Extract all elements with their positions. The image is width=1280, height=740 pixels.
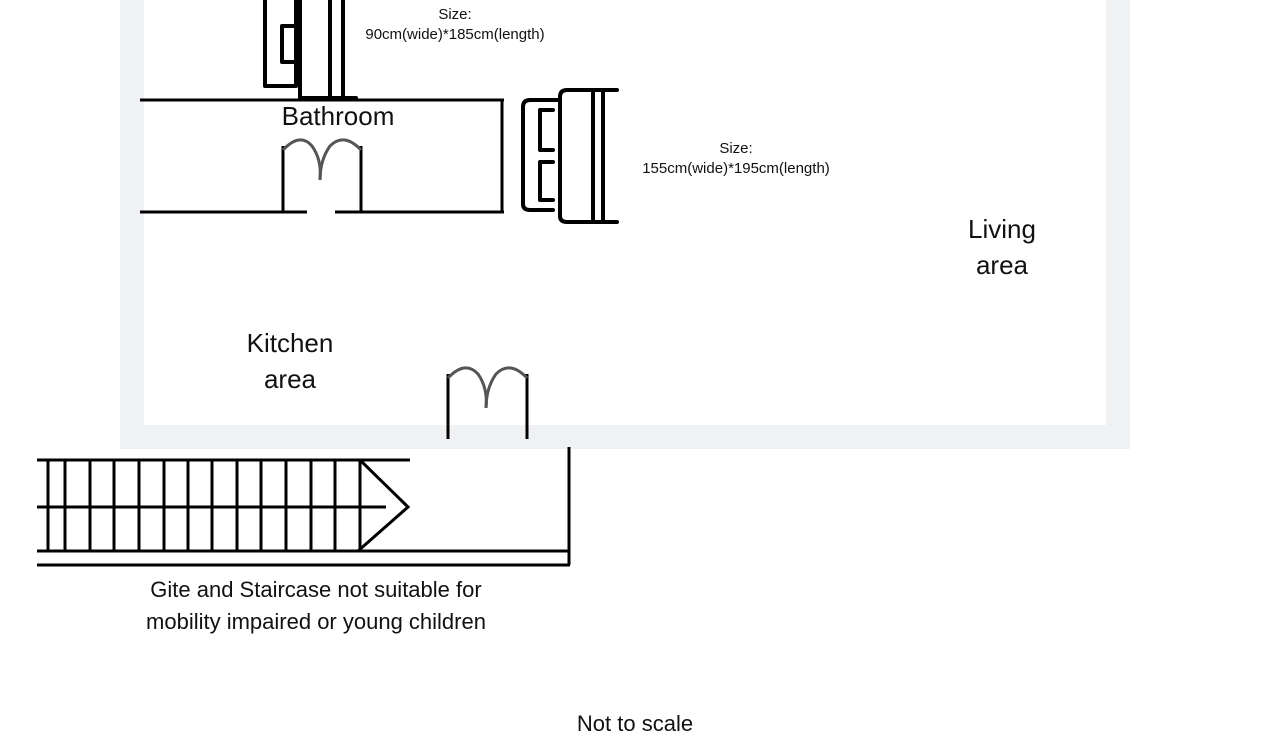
accessibility-warning-line1: Gite and Staircase not suitable for [150, 577, 482, 602]
accessibility-warning: Gite and Staircase not suitable for mobi… [86, 574, 546, 638]
living-area-line1: Living [968, 214, 1036, 244]
floor-plan [37, 0, 1130, 567]
double-bed-icon [521, 88, 619, 224]
staircase-icon [37, 447, 571, 567]
entry-door-icon [446, 366, 529, 439]
accessibility-warning-line2: mobility impaired or young children [146, 609, 486, 634]
bathroom-door-icon [281, 138, 363, 212]
single-bed-size-value: 90cm(wide)*185cm(length) [365, 26, 545, 43]
bathroom-label: Bathroom [281, 101, 395, 131]
single-bed-size-title: Size: [438, 6, 472, 23]
kitchen-area-label: Kitchen area [220, 325, 360, 397]
living-area-label: Living area [932, 211, 1072, 283]
kitchen-area-line2: area [263, 364, 317, 394]
single-bed-size-label: Size: 90cm(wide)*185cm(length) [355, 5, 555, 45]
scale-note: Not to scale [576, 711, 694, 736]
double-bed-size-title: Size: [719, 140, 753, 157]
single-bed-icon [263, 0, 358, 100]
kitchen-area-line1: Kitchen [246, 328, 334, 358]
double-bed-size-label: Size: 155cm(wide)*195cm(length) [626, 139, 846, 179]
living-area-line2: area [975, 250, 1029, 280]
double-bed-size-value: 155cm(wide)*195cm(length) [642, 160, 830, 177]
floor-plan-drawing [37, 0, 1130, 567]
